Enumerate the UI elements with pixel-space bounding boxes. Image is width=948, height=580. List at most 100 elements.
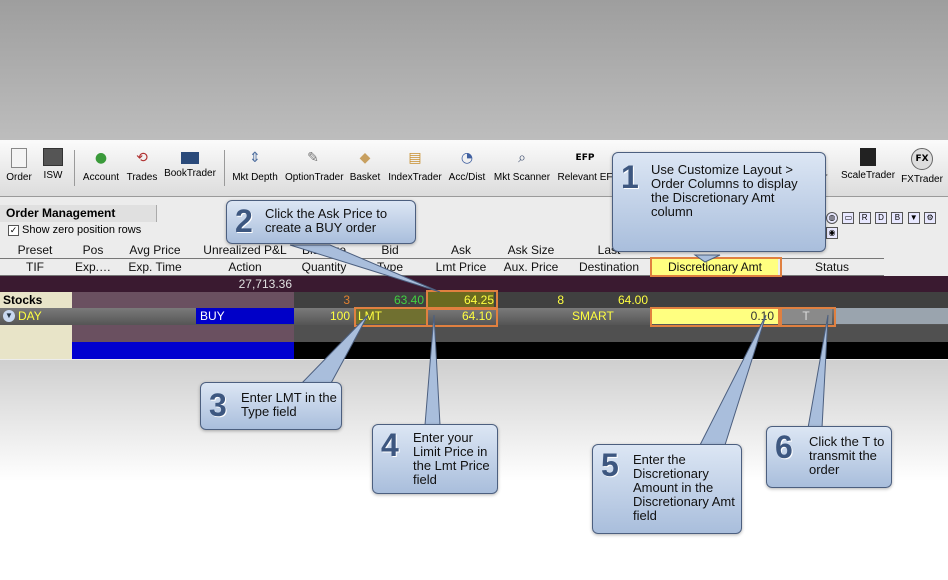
stocks-ask[interactable]: 64.25 [428, 292, 494, 308]
filler-cell [0, 325, 72, 342]
fx-icon: FX [911, 148, 933, 170]
order-lmt-price[interactable]: 64.10 [461, 309, 492, 323]
toolbar-accdist-button[interactable]: ◔ Acc/Dist [448, 150, 486, 183]
col-type[interactable]: Type [376, 260, 403, 274]
col-exp[interactable]: Exp.… [74, 260, 111, 274]
filler-cell [72, 325, 294, 342]
callout-4-text: Enter your Limit Price in the Lmt Price … [413, 430, 490, 487]
col-ask[interactable]: Ask [450, 243, 471, 257]
stocks-bid-size: 3 [343, 293, 350, 307]
panel-tools: ◍ ▭ R D B ▼ ⚙ ◉ [826, 209, 948, 239]
col-action[interactable]: Action [228, 260, 262, 274]
layout-icon[interactable]: ▭ [842, 212, 855, 224]
r-tool-button[interactable]: R [858, 212, 871, 224]
settings-icon[interactable]: ⚙ [924, 212, 937, 224]
stocks-ask-size: 8 [557, 293, 564, 307]
callout-6: 6 Click the T to transmit the order [766, 426, 892, 488]
toolbar-scaletrader-button[interactable]: ScaleTrader [840, 140, 896, 196]
highlight-status [778, 307, 836, 327]
filter-icon[interactable]: ▼ [907, 212, 920, 224]
basket-icon: ◆ [359, 150, 371, 166]
order-icon [11, 148, 27, 168]
filler-cell [72, 342, 294, 359]
callout-6-text: Click the T to transmit the order [809, 434, 885, 477]
summary-unrealized-pnl: 27,713.36 [238, 277, 292, 291]
toolbar-mktdepth-button[interactable]: ⇕ Mkt Depth [232, 150, 278, 183]
d-tool-button[interactable]: D [875, 212, 888, 224]
filler-cell [0, 342, 72, 359]
panel-title: Order Management [0, 205, 157, 222]
toolbar-order-button[interactable]: Order [4, 140, 34, 196]
toolbar-trades-button[interactable]: ⟲ Trades [126, 150, 158, 183]
filler-row-2 [0, 342, 948, 359]
option-icon: ✎ [307, 150, 319, 166]
callout-3: 3 Enter LMT in the Type field [200, 382, 342, 430]
toolbar-optiontrader-button[interactable]: ✎ OptionTrader [285, 150, 344, 183]
col-pos[interactable]: Pos [82, 243, 104, 257]
col-aux-price[interactable]: Aux. Price [503, 260, 559, 274]
order-tif[interactable]: DAY [18, 309, 42, 323]
col-bid-size[interactable]: Bid Size [301, 243, 347, 257]
col-quantity[interactable]: Quantity [301, 260, 347, 274]
order-quantity[interactable]: 100 [329, 309, 350, 323]
highlight-type [354, 307, 428, 327]
summary-row: 27,713.36 [0, 276, 948, 292]
callout-1: 1 Use Customize Layout > Order Columns t… [612, 152, 826, 252]
col-preset[interactable]: Preset [17, 243, 53, 257]
globe-icon[interactable]: ◍ [826, 212, 838, 224]
checkbox-checked-icon: ✓ [8, 225, 19, 236]
toolbar-booktrader-button[interactable]: BookTrader [163, 140, 217, 196]
callout-4: 4 Enter your Limit Price in the Lmt Pric… [372, 424, 498, 494]
scanner-icon: ⌕ [518, 150, 526, 166]
toolbar-separator [224, 150, 225, 186]
col-tif[interactable]: TIF [26, 260, 44, 274]
trades-icon: ⟲ [136, 150, 148, 166]
toolbar-mktscanner-button[interactable]: ⌕ Mkt Scanner [493, 150, 551, 183]
toolbar-indextrader-button[interactable]: ▤ IndexTrader [388, 150, 442, 183]
toolbar-fxtrader-button[interactable]: FX FXTrader [900, 140, 944, 196]
callout-1-text: Use Customize Layout > Order Columns to … [651, 162, 798, 219]
show-zero-rows-checkbox[interactable]: ✓Show zero position rows [8, 224, 142, 236]
highlight-disc-amt [650, 307, 782, 327]
col-discretionary-amt[interactable]: Discretionary Amt [652, 259, 778, 275]
callout-2: 2 Click the Ask Price to create a BUY or… [226, 200, 416, 244]
expand-chevron-icon[interactable]: ▼ [3, 310, 15, 322]
callout-5: 5 Enter the Discretionary Amount in the … [592, 444, 742, 534]
col-destination[interactable]: Destination [578, 260, 640, 274]
col-status[interactable]: Status [814, 260, 850, 274]
stocks-pos-block [72, 292, 294, 308]
col-exp-time[interactable]: Exp. Time [128, 260, 182, 274]
toolbar-isw-button[interactable]: ISW [38, 140, 68, 196]
col-bid[interactable]: Bid [381, 243, 399, 257]
stocks-label: Stocks [0, 292, 72, 308]
stocks-bid[interactable]: 63.40 [393, 293, 424, 307]
efp-icon: EFP [575, 153, 595, 163]
isw-icon [43, 148, 63, 166]
order-destination[interactable]: SMART [572, 309, 614, 323]
order-action[interactable]: BUY [196, 308, 294, 324]
toolbar-relevant-efp-button[interactable]: EFP Relevant EF [557, 140, 613, 196]
col-unrealized-pnl[interactable]: Unrealized P&L [203, 243, 287, 257]
index-icon: ▤ [408, 150, 422, 166]
highlight-ask [426, 290, 498, 310]
depth-icon: ⇕ [249, 150, 261, 166]
filler-row-1 [0, 325, 948, 342]
callout-2-text: Click the Ask Price to create a BUY orde… [265, 206, 388, 235]
order-row-tail [834, 308, 948, 324]
col-ask-size[interactable]: Ask Size [507, 243, 555, 257]
stocks-last: 64.00 [617, 293, 648, 307]
accdist-icon: ◔ [460, 150, 474, 166]
lock-icon[interactable]: ◉ [826, 227, 838, 239]
col-avg-price[interactable]: Avg Price [129, 243, 181, 257]
toolbar-account-button[interactable]: ● Account [82, 150, 120, 183]
account-icon: ● [94, 150, 108, 166]
header-bottom-divider [0, 275, 884, 276]
scale-icon [860, 148, 876, 166]
col-lmt-price[interactable]: Lmt Price [435, 260, 487, 274]
header-divider [0, 258, 884, 259]
toolbar-basket-button[interactable]: ◆ Basket [349, 150, 381, 183]
stocks-row: Stocks 3 63.40 64.25 8 64.00 [0, 292, 948, 308]
callout-3-text: Enter LMT in the Type field [241, 390, 337, 419]
b-tool-button[interactable]: B [891, 212, 904, 224]
book-icon [181, 152, 199, 164]
